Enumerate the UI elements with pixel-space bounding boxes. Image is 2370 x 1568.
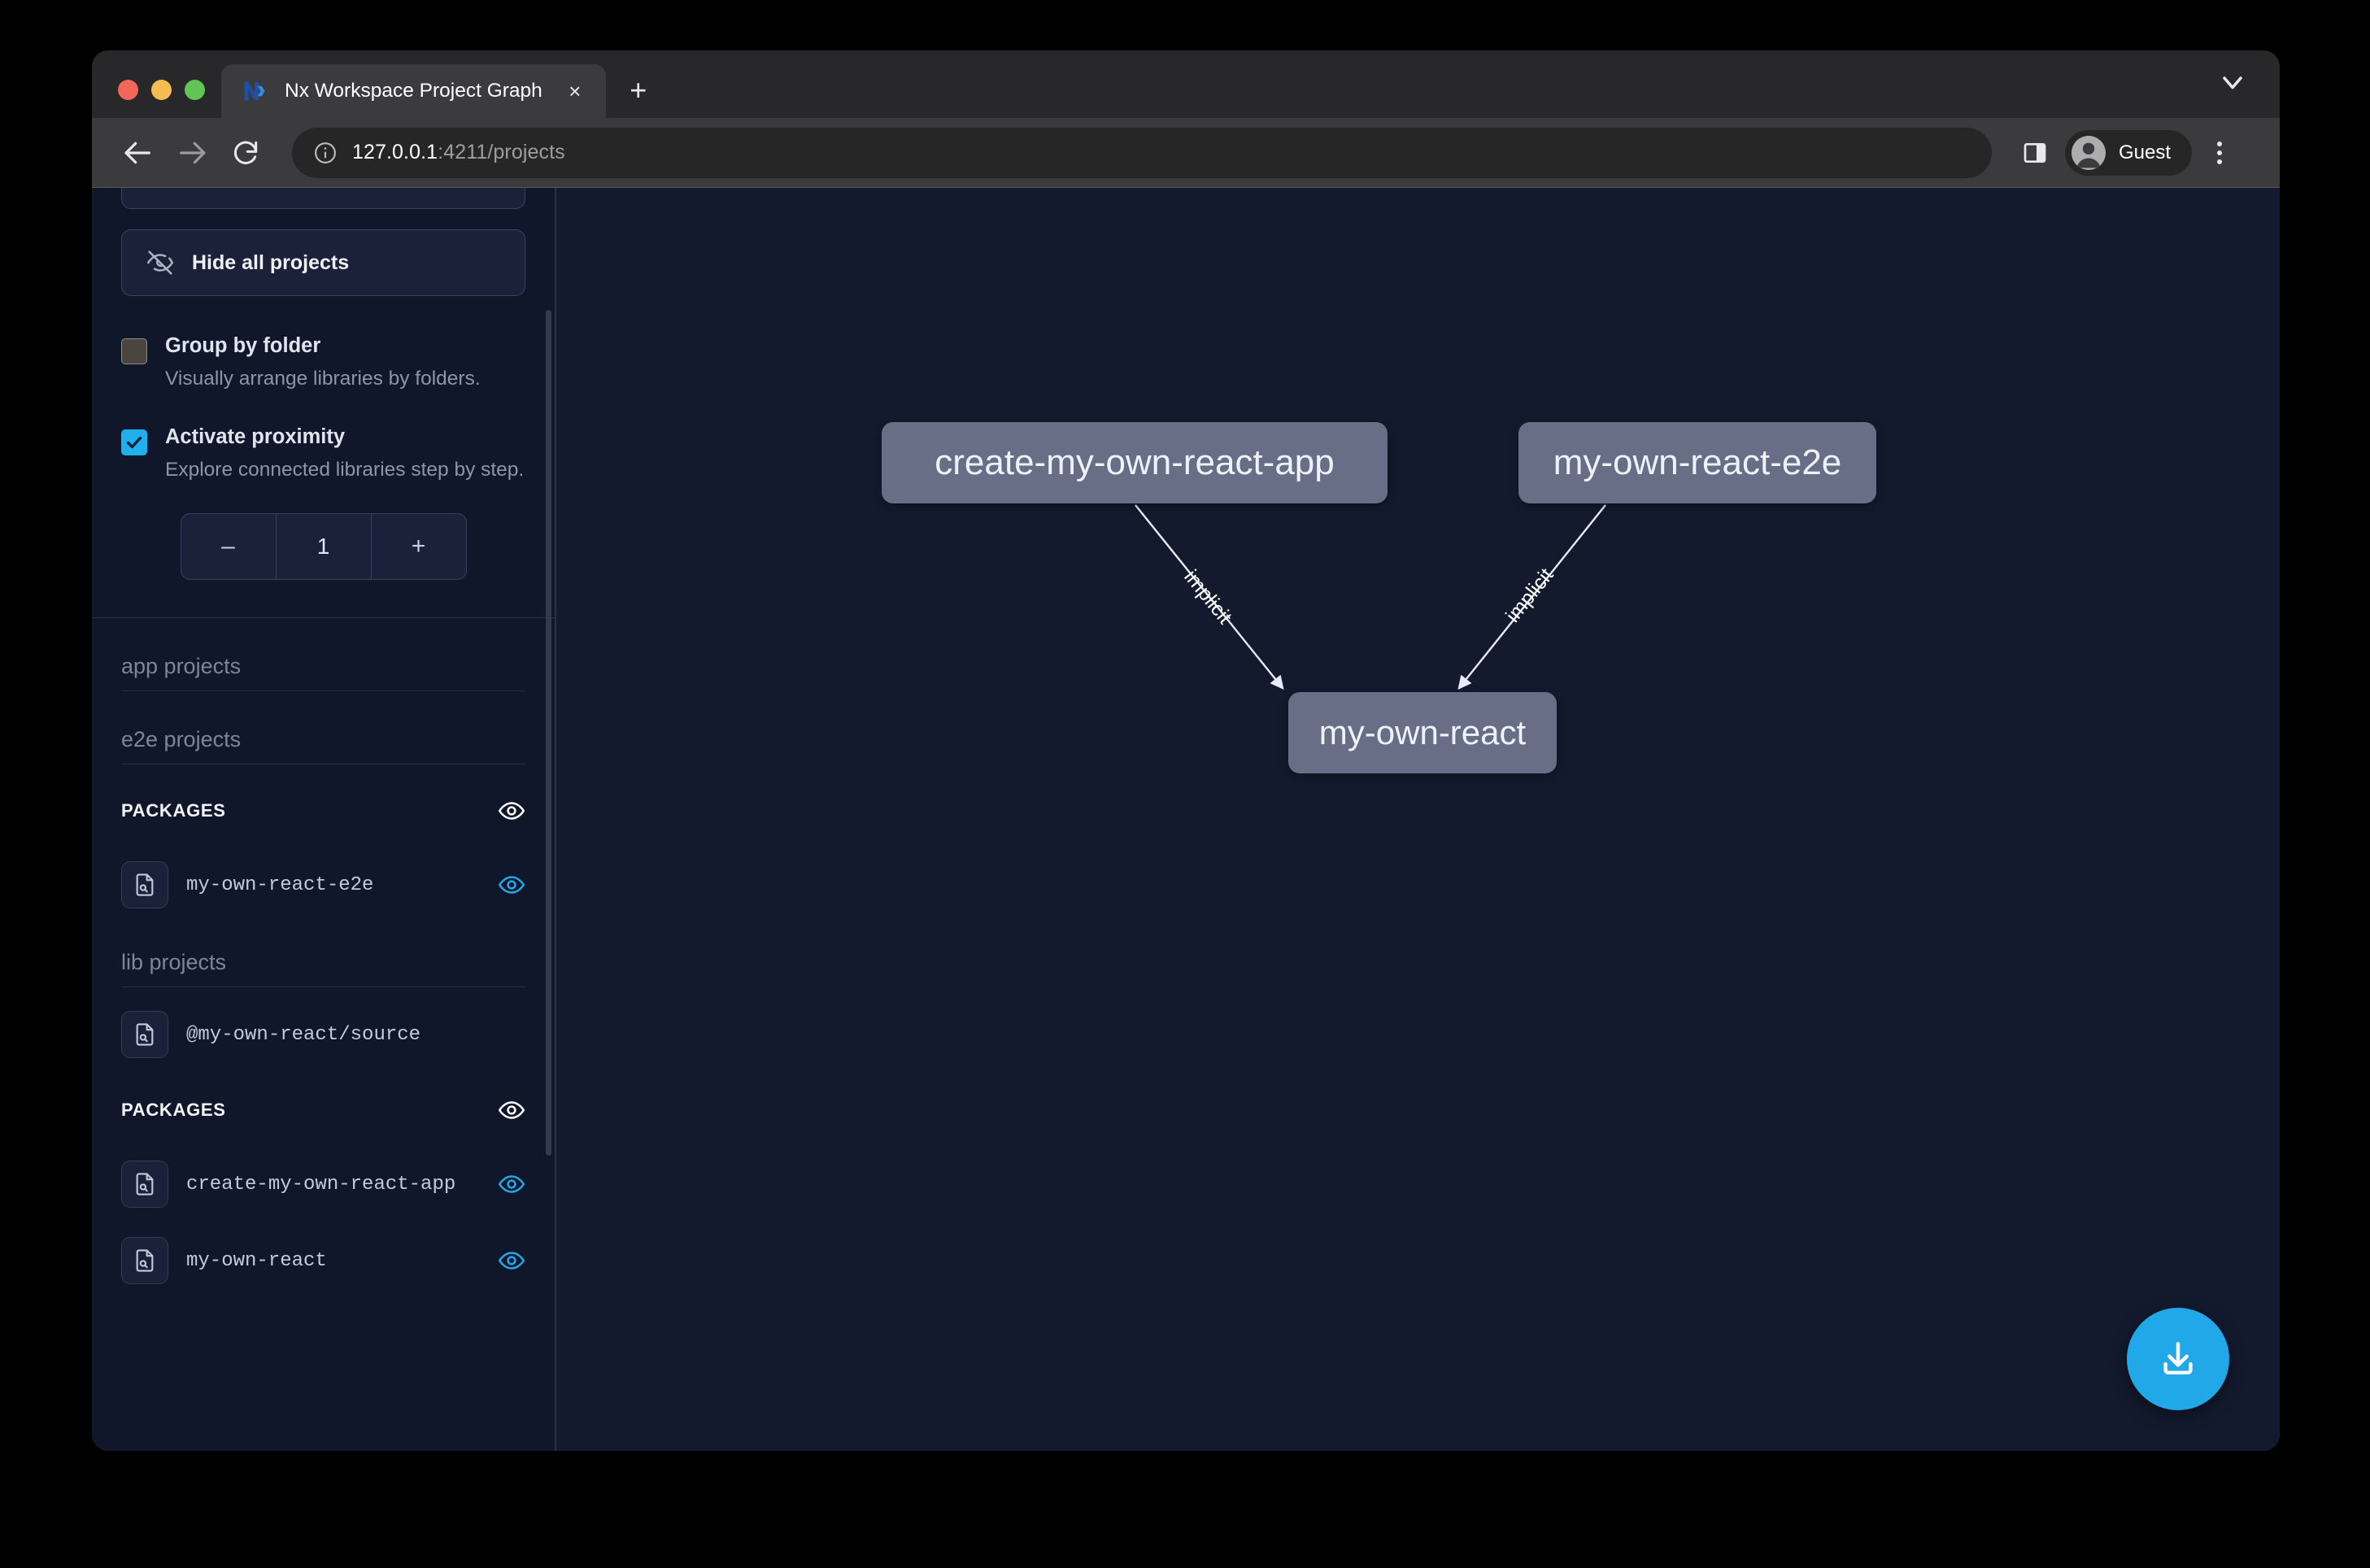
chevron-down-icon[interactable] (2216, 66, 2249, 98)
group-by-folder-checkbox[interactable] (121, 338, 147, 364)
profile-name: Guest (2119, 142, 2171, 164)
project-name: @my-own-react/source (186, 1024, 525, 1046)
close-window-button[interactable] (118, 80, 138, 100)
new-tab-button[interactable]: + (616, 68, 661, 113)
section-label: PACKAGES (121, 800, 226, 821)
option-group-by-folder[interactable]: Group by folder Visually arrange librari… (121, 333, 525, 394)
profile-chip[interactable]: Guest (2065, 130, 2192, 176)
graph-node-my-own-react-e2e[interactable]: my-own-react-e2e (1518, 422, 1876, 503)
eye-icon[interactable] (498, 797, 525, 825)
activate-proximity-checkbox[interactable] (121, 429, 147, 455)
download-button[interactable] (2127, 1308, 2229, 1410)
traffic-lights (92, 80, 221, 118)
project-graph-canvas[interactable]: implicit implicit create-my-own-react-ap… (556, 188, 2280, 1451)
arrow-right-icon[interactable] (167, 128, 217, 178)
eye-off-icon (146, 249, 174, 277)
list-item[interactable]: my-own-react-e2e (121, 856, 525, 914)
section-header-packages-lib: PACKAGES (121, 1064, 525, 1137)
graph-node-create-my-own-react-app[interactable]: create-my-own-react-app (882, 422, 1388, 503)
eye-icon (146, 188, 174, 189)
graph-node-my-own-react[interactable]: my-own-react (1288, 692, 1557, 773)
eye-icon[interactable] (498, 1096, 525, 1124)
activate-proximity-label: Activate proximity (165, 425, 524, 451)
project-name: create-my-own-react-app (186, 1174, 480, 1196)
group-label-e2e-projects: e2e projects (121, 691, 525, 764)
list-item[interactable]: @my-own-react/source (121, 1005, 525, 1064)
proximity-decrement-button[interactable]: – (181, 514, 276, 579)
avatar (2072, 136, 2106, 170)
eye-icon[interactable] (498, 1170, 525, 1198)
address-bar-url: 127.0.0.1:4211/projects (352, 141, 565, 164)
download-icon (2155, 1336, 2201, 1382)
show-all-projects-button[interactable]: Show all projects (121, 188, 525, 209)
project-name: my-own-react (186, 1250, 480, 1272)
kebab-menu-icon[interactable] (2200, 131, 2239, 175)
graph-node-label: create-my-own-react-app (934, 442, 1335, 483)
nx-logo-icon (242, 79, 267, 103)
url-host: 127.0.0.1 (352, 141, 438, 163)
sidebar-scroll-area[interactable]: Show all projects Hide all projects (92, 188, 555, 1451)
browser-tab[interactable]: Nx Workspace Project Graph × (221, 64, 606, 118)
sidebar-scrollbar[interactable] (546, 310, 551, 1156)
proximity-stepper[interactable]: – 1 + (181, 513, 467, 580)
site-info-icon[interactable] (313, 141, 338, 165)
app-body: Show all projects Hide all projects (92, 188, 2280, 1451)
browser-toolbar: 127.0.0.1:4211/projects Guest (92, 118, 2280, 188)
hide-all-projects-label: Hide all projects (192, 251, 349, 275)
document-search-icon (121, 1161, 168, 1208)
tabstrip-right-controls (2216, 66, 2280, 118)
proximity-increment-button[interactable]: + (372, 514, 466, 579)
close-icon[interactable]: × (559, 75, 591, 107)
section-label: PACKAGES (121, 1100, 226, 1121)
group-by-folder-label: Group by folder (165, 333, 481, 359)
list-item[interactable]: create-my-own-react-app (121, 1155, 525, 1213)
group-label-lib-projects: lib projects (121, 914, 525, 987)
browser-window: Nx Workspace Project Graph × + (92, 50, 2280, 1451)
activate-proximity-description: Explore connected libraries step by step… (165, 456, 524, 485)
address-bar[interactable]: 127.0.0.1:4211/projects (292, 128, 1992, 178)
project-name: my-own-react-e2e (186, 874, 480, 896)
side-panel-icon[interactable] (2013, 131, 2057, 175)
graph-edges: implicit implicit (556, 188, 2278, 1451)
toolbar-right-controls: Guest (2013, 130, 2239, 176)
group-by-folder-description: Visually arrange libraries by folders. (165, 365, 481, 394)
graph-node-label: my-own-react (1319, 713, 1526, 752)
edge-label: implicit (1179, 565, 1236, 628)
arrow-left-icon[interactable] (113, 128, 163, 178)
sidebar: Show all projects Hide all projects (92, 188, 556, 1451)
graph-node-label: my-own-react-e2e (1553, 442, 1842, 483)
proximity-value: 1 (276, 514, 372, 579)
url-path: :4211/projects (438, 141, 565, 163)
document-search-icon (121, 1237, 168, 1284)
tab-strip: Nx Workspace Project Graph × + (92, 50, 2280, 118)
minimize-window-button[interactable] (151, 80, 172, 100)
eye-icon[interactable] (498, 1247, 525, 1274)
tab-title: Nx Workspace Project Graph (285, 80, 542, 102)
list-item[interactable]: my-own-react (121, 1231, 525, 1290)
maximize-window-button[interactable] (185, 80, 205, 100)
hide-all-projects-button[interactable]: Hide all projects (121, 229, 525, 296)
edge-label: implicit (1501, 564, 1558, 626)
option-activate-proximity[interactable]: Activate proximity Explore connected lib… (121, 425, 525, 485)
reload-icon[interactable] (220, 128, 271, 178)
document-search-icon (121, 861, 168, 908)
eye-icon[interactable] (498, 871, 525, 899)
section-header-packages-e2e: PACKAGES (121, 764, 525, 838)
document-search-icon (121, 1011, 168, 1058)
group-label-app-projects: app projects (121, 618, 525, 691)
